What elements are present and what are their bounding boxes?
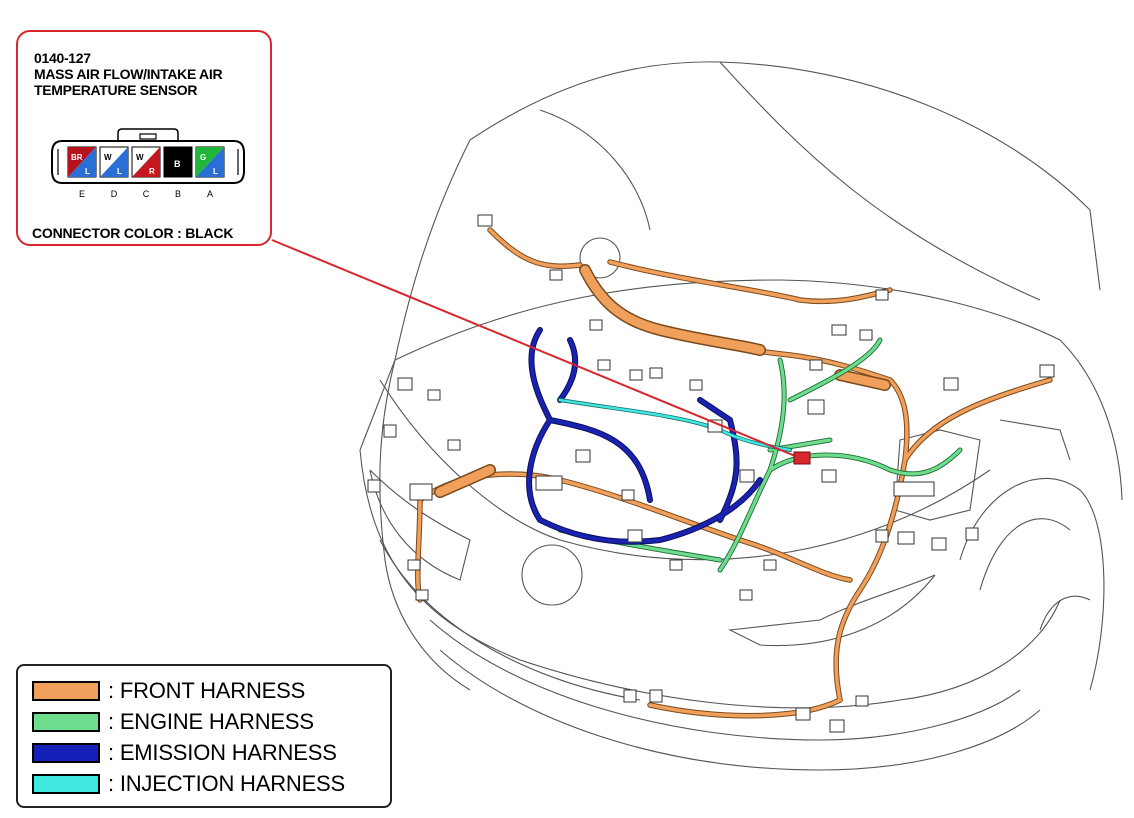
legend-swatch-engine bbox=[32, 712, 100, 732]
connector-name-line2: TEMPERATURE SENSOR bbox=[34, 82, 198, 98]
legend-swatch-front bbox=[32, 681, 100, 701]
pin-d: W L bbox=[99, 146, 129, 178]
legend-label-injection: : INJECTION HARNESS bbox=[108, 771, 346, 796]
pin-letter-e: E bbox=[79, 189, 85, 199]
front-harness-trunk bbox=[435, 265, 890, 497]
pin-b-top-code: B bbox=[174, 159, 181, 169]
legend-swatch-emission bbox=[32, 743, 100, 763]
pin-a-bottom-code: L bbox=[213, 167, 218, 176]
pin-a: G L bbox=[195, 146, 225, 178]
pin-c: W R bbox=[131, 146, 161, 178]
legend-item-injection: : INJECTION HARNESS bbox=[32, 771, 345, 797]
pin-d-top-code: W bbox=[104, 153, 112, 162]
connector-callout: 0140-127 MASS AIR FLOW/INTAKE AIR TEMPER… bbox=[16, 30, 272, 246]
pin-letter-d: D bbox=[111, 189, 118, 199]
pin-e-top-code: BR bbox=[71, 153, 83, 162]
legend-swatch-injection bbox=[32, 774, 100, 794]
connector-code: 0140-127 bbox=[34, 50, 91, 66]
pin-e-bottom-code: L bbox=[85, 167, 90, 176]
pin-d-bottom-code: L bbox=[117, 167, 122, 176]
car-body bbox=[359, 61, 1123, 771]
pin-e: BR L bbox=[67, 146, 97, 178]
legend-item-emission: : EMISSION HARNESS bbox=[32, 740, 337, 766]
legend-label-front: : FRONT HARNESS bbox=[108, 678, 306, 703]
pin-b: B bbox=[163, 146, 193, 178]
emission-harness bbox=[527, 328, 762, 544]
connector-color-label: CONNECTOR COLOR : BLACK bbox=[32, 225, 234, 241]
pin-letter-c: C bbox=[143, 189, 150, 199]
harness-legend: : FRONT HARNESS : ENGINE HARNESS : EMISS… bbox=[16, 664, 392, 808]
legend-item-front: : FRONT HARNESS bbox=[32, 678, 305, 704]
connector-face-icon: BR L W L W R B bbox=[51, 128, 245, 199]
pin-c-top-code: W bbox=[136, 153, 144, 162]
legend-item-engine: : ENGINE HARNESS bbox=[32, 709, 314, 735]
pin-letter-b: B bbox=[175, 189, 181, 199]
injection-harness bbox=[558, 398, 792, 452]
pin-a-top-code: G bbox=[200, 153, 206, 162]
pin-letter-a: A bbox=[207, 189, 213, 199]
pin-c-bottom-code: R bbox=[149, 167, 155, 176]
connector-blocks bbox=[367, 214, 1055, 733]
mass-air-flow-sensor-marker[interactable] bbox=[793, 451, 811, 465]
legend-label-engine: : ENGINE HARNESS bbox=[108, 709, 314, 734]
legend-label-emission: : EMISSION HARNESS bbox=[108, 740, 337, 765]
connector-name-line1: MASS AIR FLOW/INTAKE AIR bbox=[34, 66, 223, 82]
pointer-line bbox=[271, 239, 801, 459]
